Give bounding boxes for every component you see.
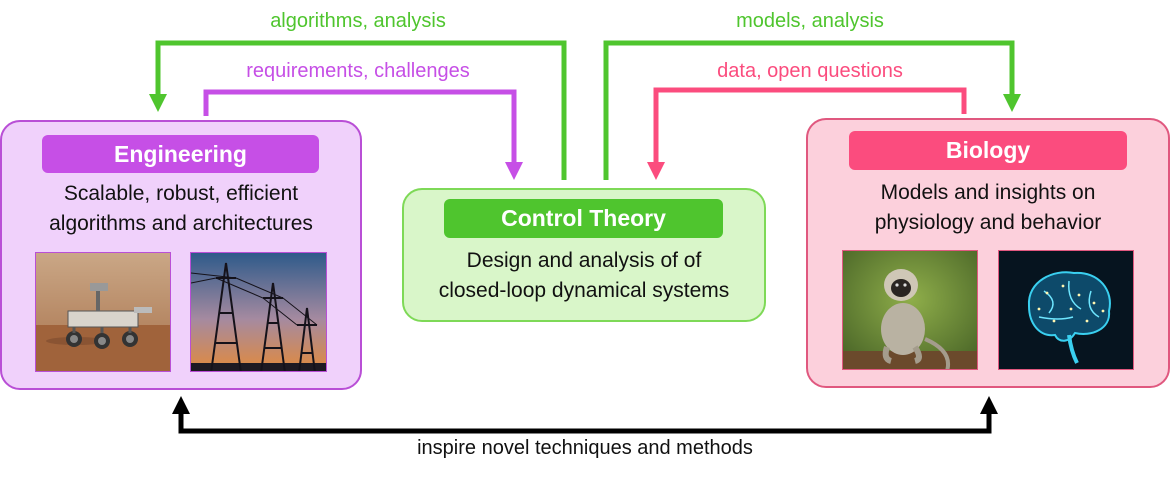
- biology-description-line1: Models and insights on: [880, 181, 1096, 204]
- arrow-algorithms-analysis: [149, 40, 567, 180]
- biology-description-line2: physiology and behavior: [874, 211, 1102, 234]
- biology-title: Biology: [849, 131, 1127, 170]
- arrow-models-analysis: [603, 40, 1021, 180]
- engineering-description-line1: Scalable, robust, efficient: [63, 182, 299, 205]
- engineering-title: Engineering: [42, 135, 319, 173]
- control-theory-description-line2: closed-loop dynamical systems: [438, 279, 730, 302]
- brain-illustration: [998, 250, 1134, 370]
- arrow-data-open-questions: [647, 87, 967, 180]
- label-inspire: inspire novel techniques and methods: [417, 437, 753, 459]
- engineering-description: Scalable, robust, efficient algorithms a…: [0, 179, 362, 239]
- arrow-requirements-challenges: [203, 89, 523, 180]
- control-theory-title: Control Theory: [444, 199, 723, 238]
- label-data-open-questions: data, open questions: [717, 60, 903, 82]
- biology-description: Models and insights on physiology and be…: [806, 178, 1170, 238]
- label-algorithms-analysis: algorithms, analysis: [270, 10, 446, 32]
- control-theory-description-line1: Design and analysis of of: [466, 249, 702, 272]
- monkey-photo: [842, 250, 978, 370]
- label-models-analysis: models, analysis: [736, 10, 884, 32]
- power-lines-photo: [190, 252, 327, 372]
- engineering-description-line2: algorithms and architectures: [49, 212, 313, 235]
- arrow-inspire: [172, 396, 998, 434]
- label-requirements-challenges: requirements, challenges: [246, 60, 470, 82]
- rover-photo: [35, 252, 171, 372]
- control-theory-description: Design and analysis of of closed-loop dy…: [402, 246, 766, 306]
